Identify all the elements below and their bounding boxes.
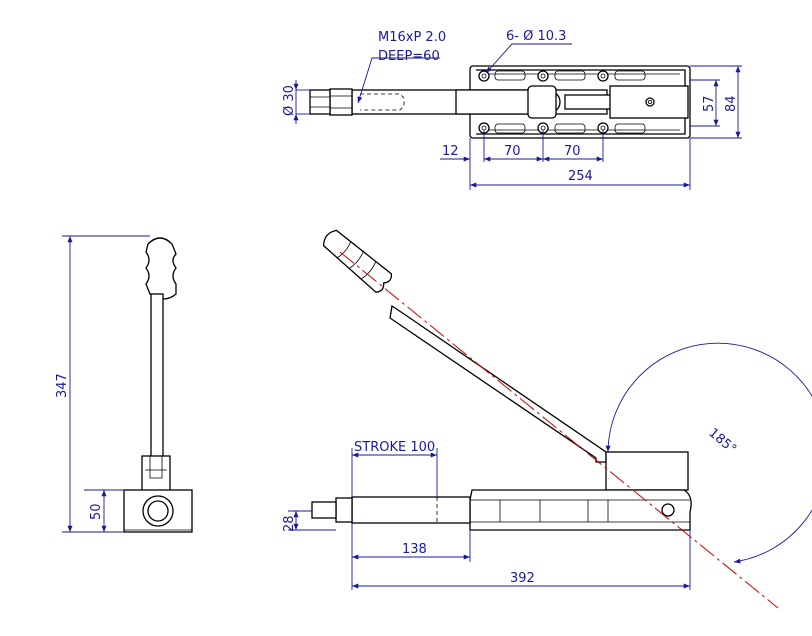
- dim-28: 28: [282, 515, 297, 532]
- pivot-housing: [605, 451, 689, 491]
- handle-grip-front: [322, 229, 393, 293]
- dim-70-a: 70: [504, 144, 521, 159]
- dim-84: 84: [724, 95, 739, 112]
- body-slots: [494, 70, 646, 134]
- pivot-block-top: [609, 85, 689, 119]
- plunger-rod-front: [351, 496, 471, 524]
- dim-254: 254: [568, 169, 593, 184]
- handle-grip-side: [145, 237, 177, 300]
- angle-185: 185°: [705, 426, 739, 458]
- pivot-pin: [661, 503, 675, 517]
- dim-347: 347: [55, 373, 70, 398]
- dim-50: 50: [89, 503, 104, 520]
- thread-note-1: M16xP 2.0: [378, 30, 446, 45]
- hex-nut-top: [329, 88, 353, 116]
- dim-392: 392: [510, 571, 535, 586]
- dim-138: 138: [402, 542, 427, 557]
- handle-bar-front: [389, 304, 607, 463]
- dim-70-b: 70: [564, 144, 581, 159]
- side-view: 347 50: [55, 235, 193, 533]
- thread-note-2: DEEP=60: [378, 49, 440, 64]
- holes-note: 6- Ø 10.3: [506, 29, 566, 44]
- dim-57: 57: [702, 95, 717, 112]
- stroke-note: STROKE 100: [354, 440, 435, 455]
- dim-12: 12: [442, 144, 459, 159]
- front-view: 185° STROKE 100 28 138 392: [282, 229, 812, 609]
- dim-dia-30: Ø 30: [282, 85, 297, 116]
- top-view: M16xP 2.0 DEEP=60 6- Ø 10.3 Ø 30 12 70 7…: [282, 29, 742, 190]
